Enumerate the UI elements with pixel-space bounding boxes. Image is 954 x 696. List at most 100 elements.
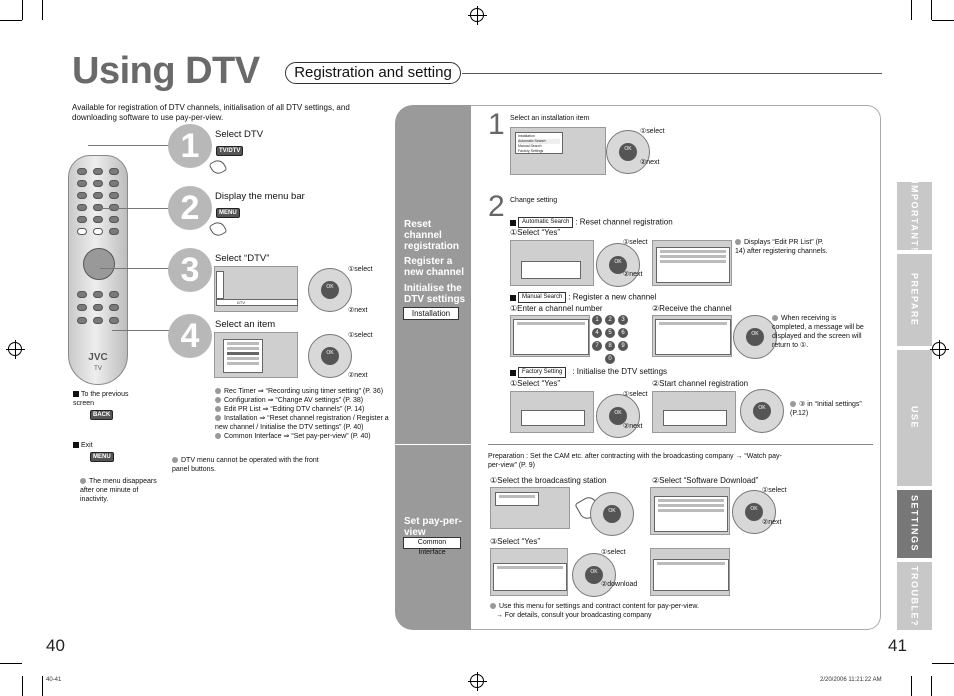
confirm-dialog bbox=[521, 261, 581, 279]
step-3-label: Select “DTV” bbox=[215, 253, 270, 264]
automatic-search-row: Automatic Search : Reset channel registr… bbox=[510, 217, 673, 228]
download-dialog bbox=[493, 563, 567, 591]
select-callout: ①select bbox=[623, 239, 648, 246]
crop-mark bbox=[932, 20, 954, 21]
connector-line bbox=[100, 208, 178, 209]
footer-file: 40-41 bbox=[46, 677, 62, 683]
list-item: Common Interface ⇒ “Set pay-per-view” (P… bbox=[215, 432, 395, 441]
navigation-dial: OK bbox=[590, 492, 634, 536]
connector-line bbox=[100, 268, 178, 269]
step-number-2: 2 bbox=[168, 186, 212, 230]
next-callout: ②next bbox=[640, 159, 660, 166]
software-menu bbox=[654, 496, 728, 532]
crop-mark bbox=[42, 676, 43, 696]
connector-line bbox=[88, 145, 178, 146]
page-number-right: 41 bbox=[888, 636, 907, 655]
crop-mark bbox=[931, 676, 932, 696]
factory-confirm-screen bbox=[510, 391, 594, 433]
manual-receive-label: ②Receive the channel bbox=[652, 304, 732, 313]
registration-mark bbox=[468, 672, 487, 691]
crop-mark bbox=[911, 676, 912, 696]
manual-note: When receiving is completed, a message w… bbox=[772, 315, 864, 349]
step-1-label: Select DTV bbox=[215, 129, 264, 140]
pv-station-screen bbox=[490, 487, 570, 529]
install-step-2-label: Change setting bbox=[510, 197, 558, 204]
step-4-label: Select an item bbox=[215, 319, 276, 330]
tab-trouble[interactable]: TROUBLE? bbox=[897, 562, 932, 630]
progress-panel bbox=[656, 247, 730, 283]
tab-use[interactable]: USE bbox=[897, 350, 932, 486]
navigation-dial: OK bbox=[596, 394, 640, 438]
download-progress bbox=[653, 559, 729, 591]
factory-dialog bbox=[521, 410, 585, 426]
crop-mark bbox=[42, 0, 43, 20]
navigation-dial: OK bbox=[740, 389, 784, 433]
select-callout: ①select bbox=[601, 549, 626, 556]
pv-yes-label: ③Select “Yes” bbox=[490, 537, 541, 546]
remote-sub: TV bbox=[94, 366, 102, 372]
download-callout: ②download bbox=[601, 581, 638, 588]
pv-software-screen bbox=[650, 487, 730, 535]
crop-mark bbox=[911, 0, 912, 20]
pv-download-screen bbox=[650, 548, 730, 596]
list-item: Configuration ⇒ “Change AV settings” (P.… bbox=[215, 396, 395, 405]
intro-text: Available for registration of DTV channe… bbox=[72, 103, 350, 122]
auto-note: Displays “Edit PR List” (P. 14) after re… bbox=[735, 239, 828, 255]
hand-press-icon bbox=[208, 219, 228, 239]
sidebar-reset-heading: Reset channel registration bbox=[404, 219, 460, 252]
select-callout: ①select bbox=[640, 128, 665, 135]
tv-screen-dtv: DTV bbox=[214, 266, 298, 312]
manual-search-row: Manual Search : Register a new channel bbox=[510, 292, 656, 303]
pv-station-label: ①Select the broadcasting station bbox=[490, 476, 607, 485]
tv-dtv-button-icon: TV/DTV bbox=[216, 146, 244, 156]
list-item: Edit PR List ⇒ “Editing DTV channels” (P… bbox=[215, 405, 395, 414]
auto-progress-screen bbox=[652, 240, 732, 286]
navigation-dial: OK bbox=[308, 268, 352, 312]
install-step-2-number: 2 bbox=[488, 190, 505, 223]
exit-note: Exit bbox=[73, 441, 93, 450]
exit-timeout-note: The menu disappears after one minute of … bbox=[80, 478, 157, 503]
menu-button-icon: MENU bbox=[90, 452, 114, 462]
navigation-dial: OK bbox=[732, 490, 776, 534]
factory-start-screen bbox=[652, 391, 736, 433]
crop-mark bbox=[22, 676, 23, 696]
navigation-dial: OK bbox=[308, 334, 352, 378]
tab-prepare[interactable]: PREPARE bbox=[897, 254, 932, 346]
automatic-search-label: Automatic Search bbox=[518, 217, 574, 228]
next-callout: ②next bbox=[762, 519, 782, 526]
factory-yes-label: ①Select “Yes” bbox=[510, 379, 561, 388]
receive-panel bbox=[655, 319, 731, 355]
section-subtitle: Registration and setting bbox=[285, 62, 461, 84]
sidebar-register-heading: Register a new channel bbox=[404, 256, 465, 278]
tv-screen-items bbox=[214, 332, 298, 378]
crop-mark bbox=[932, 663, 954, 664]
step-number-4: 4 bbox=[168, 314, 212, 358]
section-divider bbox=[488, 444, 873, 445]
navigation-dial: OK bbox=[606, 130, 650, 174]
pv-confirm-screen bbox=[490, 548, 568, 596]
connector-line bbox=[112, 330, 178, 331]
install-step-1-label: Select an installation item bbox=[510, 115, 590, 122]
step-number-1: 1 bbox=[168, 124, 212, 168]
navigation-dial: OK bbox=[596, 243, 640, 287]
sidebar-payperview-heading: Set pay-per-view bbox=[404, 516, 462, 538]
remote-brand: JVC bbox=[88, 352, 108, 363]
sidebar-initialise-heading: Initialise the DTV settings bbox=[404, 283, 466, 305]
manual-receive-screen bbox=[652, 315, 732, 357]
tab-important[interactable]: IMPORTANT! bbox=[897, 181, 932, 251]
registration-mark bbox=[6, 340, 25, 359]
tab-settings[interactable]: SETTINGS bbox=[897, 490, 932, 558]
next-callout: ②next bbox=[348, 307, 368, 314]
item-menu bbox=[223, 339, 263, 373]
hand-press-icon bbox=[208, 157, 228, 177]
station-menu bbox=[495, 492, 539, 506]
menu-button-icon: MENU bbox=[216, 208, 240, 218]
crop-mark bbox=[22, 0, 23, 20]
manual-entry-screen bbox=[510, 315, 590, 357]
list-item: Rec Timer ⇒ “Recording using timer setti… bbox=[215, 387, 395, 396]
crop-mark bbox=[0, 20, 22, 21]
manual-panel bbox=[513, 319, 589, 355]
menu-bar: DTV bbox=[216, 299, 298, 306]
